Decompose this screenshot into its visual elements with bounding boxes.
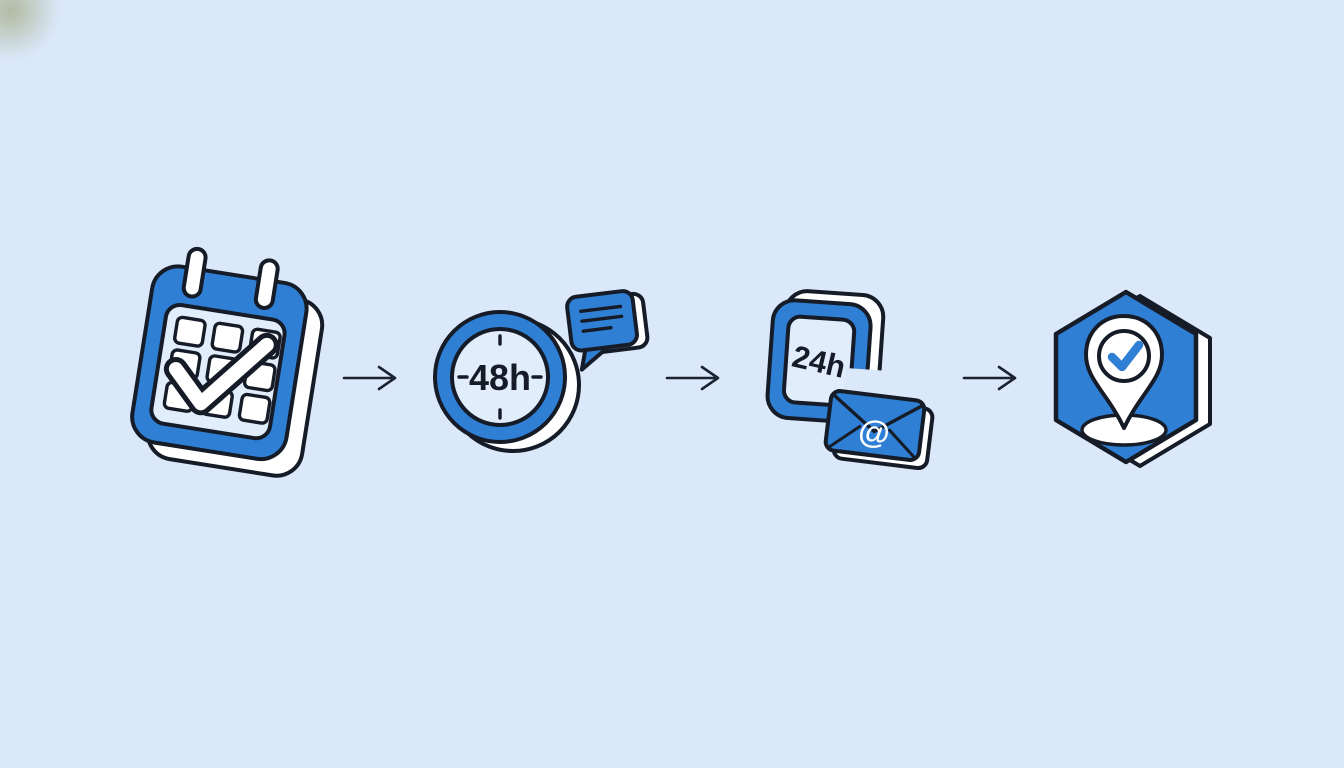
clock-icon: 48h [433, 289, 650, 453]
at-symbol: @ [857, 412, 892, 452]
calendar-day-cell [173, 315, 207, 348]
frame-gap [843, 367, 890, 398]
speech-bubble-icon [565, 289, 650, 372]
clock-ticks [457, 334, 543, 420]
envelope-folds [828, 424, 916, 459]
arrow-right-icon [665, 364, 721, 392]
bubble-text-lines [579, 304, 624, 333]
arrow-stroke [962, 365, 1017, 391]
arrow-right-icon [962, 364, 1018, 392]
step-location-confirmed [1046, 282, 1218, 478]
arrow-stroke [665, 365, 720, 391]
location-pin-hexagon-icon [1053, 289, 1212, 468]
binder-ring-icon [253, 258, 280, 310]
envelope-icon: @ [823, 389, 935, 471]
clock-hours-label: 48h [469, 357, 531, 398]
clock-face [450, 327, 550, 427]
arrow-right-icon [665, 365, 720, 391]
step-calendar-booked [115, 246, 330, 498]
calendar-day-cell [237, 392, 272, 425]
frame-panel [781, 314, 857, 408]
square-frame-icon: 24h @ [765, 289, 935, 471]
corner-smudge [0, 0, 66, 66]
calendar-day-cell [210, 321, 245, 354]
envelope-flap [833, 394, 923, 434]
pin-circle [1097, 329, 1151, 383]
arrow-stroke [342, 365, 397, 391]
checkmark-icon [163, 332, 279, 416]
bubble-body [565, 289, 639, 353]
arrow-right-icon [962, 365, 1017, 391]
arrow-right-icon [342, 365, 397, 391]
calendar-check-icon [130, 246, 325, 478]
step-clock-48h: 48h [424, 289, 652, 462]
step-email-24h: 24h @ [748, 289, 944, 478]
arrow-right-icon [342, 364, 398, 392]
pin-checkmark-icon [1107, 340, 1144, 372]
binder-ring-icon [181, 246, 208, 299]
